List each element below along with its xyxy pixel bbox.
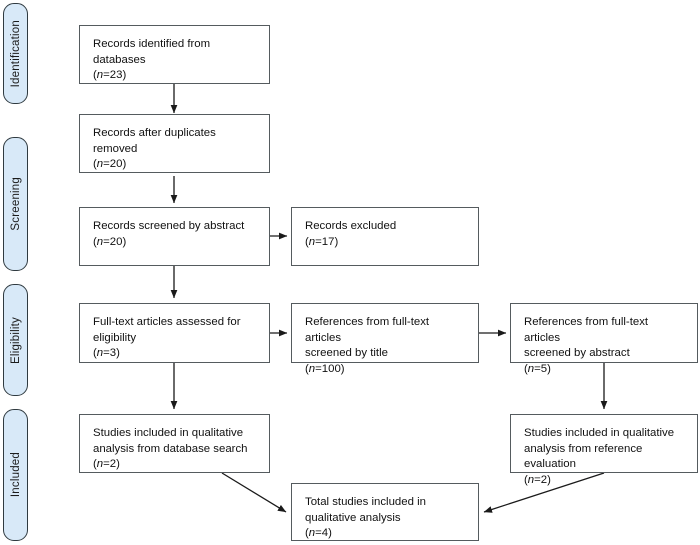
box-records-screened-abstract-text: Records screened by abstract [93,220,245,232]
box-references-screened-title: References from full-text articles scree… [291,303,479,375]
box-total-studies-text: Total studies included in qualitative an… [305,496,426,524]
box-studies-reference-evaluation: Studies included in qualitative analysis… [510,414,698,486]
arrow-studies-db-to-total [221,472,287,513]
box-studies-database-search-text: Studies included in qualitative analysis… [93,427,248,455]
stage-label-included: Included [9,452,22,498]
stage-pill-included: Included [3,409,28,541]
box-total-studies-count: (n=4) [305,527,332,540]
box-references-screened-abstract-count: (n=5) [524,362,551,375]
stage-label-screening: Screening [9,177,22,231]
box-records-after-duplicates: Records after duplicates removed (n=20) [79,114,270,173]
box-records-after-duplicates-count: (n=20) [93,158,127,171]
box-references-screened-title-count: (n=100) [305,362,345,375]
box-full-text-assessed-text: Full-text articles assessed for eligibil… [93,316,241,344]
box-records-excluded-count: (n=17) [305,235,339,248]
box-full-text-assessed: Full-text articles assessed for eligibil… [79,303,270,363]
stage-pill-identification: Identification [3,3,28,104]
stage-label-eligibility: Eligibility [9,316,22,364]
box-total-studies: Total studies included in qualitative an… [291,483,479,541]
box-references-screened-abstract: References from full-text articles scree… [510,303,698,375]
stage-label-identification: Identification [9,19,22,88]
box-records-excluded-text: Records excluded [305,220,397,232]
box-records-excluded: Records excluded (n=17) [291,207,479,266]
box-records-identified-count: (n=23) [93,69,127,82]
box-studies-database-search: Studies included in qualitative analysis… [79,414,270,473]
box-records-screened-abstract: Records screened by abstract (n=20) [79,207,270,266]
box-records-identified: Records identified from databases (n=23) [79,25,270,84]
stage-pill-eligibility: Eligibility [3,284,28,396]
box-references-screened-title-text: References from full-text articles scree… [305,316,430,360]
box-records-identified-text: Records identified from databases [93,38,211,66]
stage-pill-screening: Screening [3,137,28,271]
box-studies-reference-evaluation-count: (n=2) [524,473,551,486]
box-records-screened-abstract-count: (n=20) [93,235,127,248]
box-references-screened-abstract-text: References from full-text articles scree… [524,316,649,360]
box-studies-reference-evaluation-text: Studies included in qualitative analysis… [524,427,675,471]
box-studies-database-search-count: (n=2) [93,458,120,471]
box-records-after-duplicates-text: Records after duplicates removed [93,127,216,155]
box-full-text-assessed-count: (n=3) [93,347,120,360]
